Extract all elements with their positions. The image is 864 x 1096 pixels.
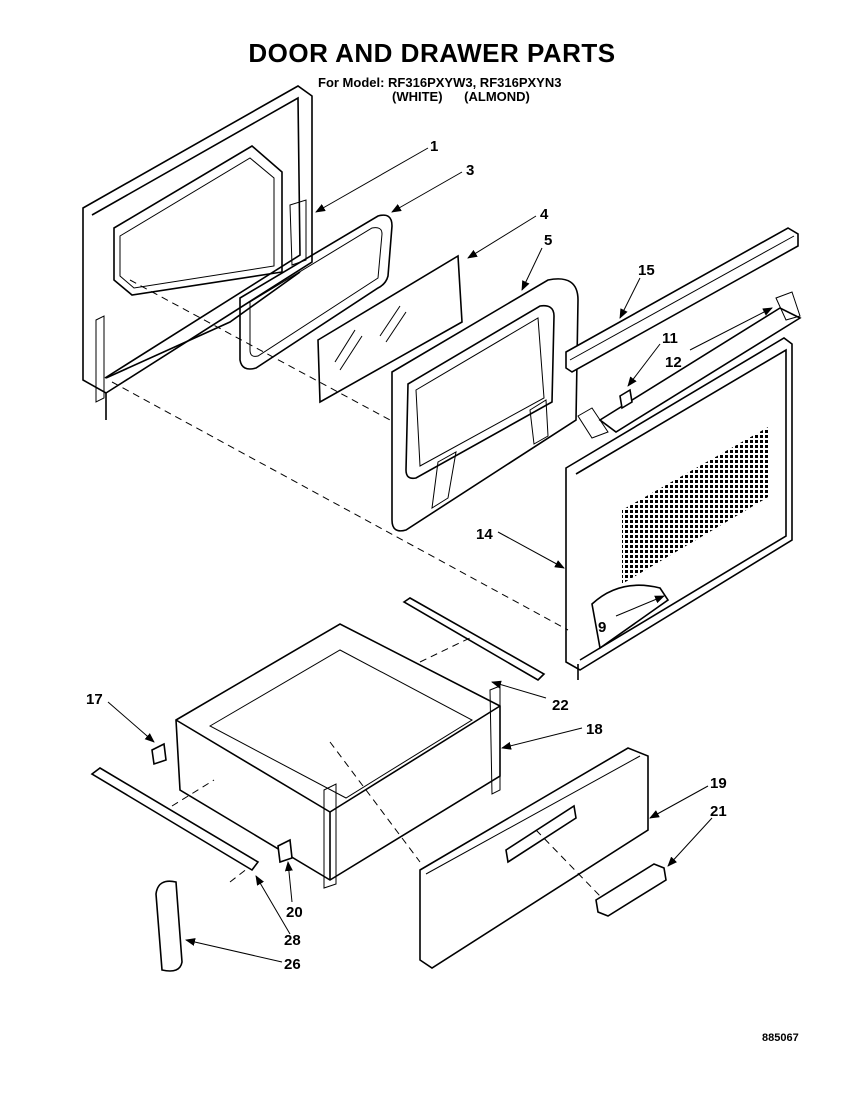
callout-15: 15 [638, 262, 655, 279]
drawer-clip [151, 742, 167, 766]
door-top-trim [565, 227, 799, 373]
leader-lines [107, 147, 773, 963]
callout-22: 22 [552, 697, 569, 714]
door-glass [317, 254, 463, 404]
callout-5: 5 [544, 232, 552, 249]
callout-19: 19 [710, 775, 727, 792]
inner-door-panel [565, 337, 793, 680]
outer-door-panel [82, 85, 313, 420]
callout-18: 18 [586, 721, 603, 738]
drawer-front-panel [419, 747, 649, 969]
color-variants: (WHITE) (ALMOND) [392, 89, 548, 104]
callout-4: 4 [540, 206, 549, 223]
drawer-slide [90, 767, 260, 872]
door-clip [619, 388, 633, 410]
callout-17: 17 [86, 691, 103, 708]
assembly-lines [111, 279, 601, 897]
page-title: DOOR AND DRAWER PARTS [248, 38, 616, 68]
drawer-rail [402, 597, 546, 682]
model-line: For Model: RF316PXYW3, RF316PXYN3 [318, 75, 562, 90]
drawer-bracket [277, 838, 293, 864]
callout-labels: 1 3 4 5 15 11 12 14 9 17 22 18 19 21 20 … [86, 138, 727, 973]
color-white: (WHITE) [392, 89, 443, 104]
document-number: 885067 [762, 1032, 799, 1044]
callout-20: 20 [286, 904, 303, 921]
callout-1: 1 [430, 138, 438, 155]
callout-12: 12 [665, 354, 682, 371]
callout-26: 26 [284, 956, 301, 973]
callout-3: 3 [466, 162, 474, 179]
door-gasket [239, 214, 393, 370]
drawer-end-cap [155, 880, 183, 972]
callout-9: 9 [598, 619, 606, 636]
inner-door-liner [391, 278, 579, 532]
callout-14: 14 [476, 526, 493, 543]
callout-11: 11 [662, 330, 678, 347]
callout-21: 21 [710, 803, 727, 820]
drawer-handle [595, 863, 667, 917]
color-almond: (ALMOND) [464, 89, 530, 104]
callout-28: 28 [284, 932, 301, 949]
door-vent-strip [577, 291, 802, 439]
